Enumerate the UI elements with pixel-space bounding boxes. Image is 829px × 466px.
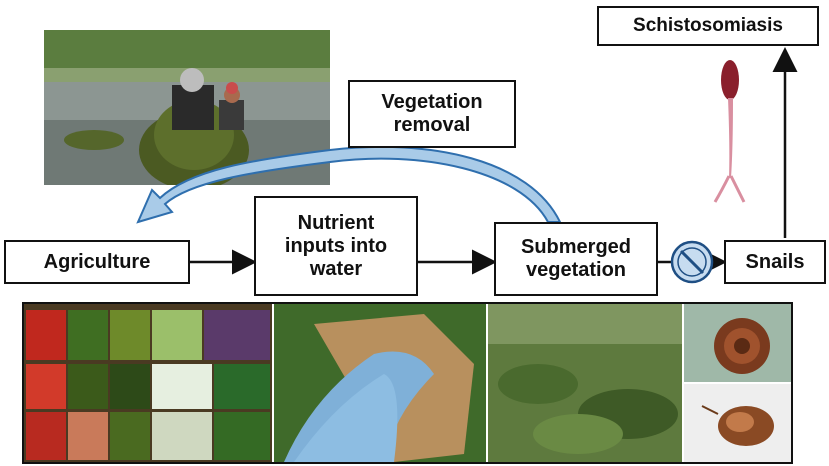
agriculture-label: Agriculture bbox=[43, 250, 151, 273]
bulinus-snail-photo bbox=[684, 384, 791, 462]
bottom-photo-strip bbox=[22, 302, 793, 464]
schistosomiasis-box: Schistosomiasis bbox=[597, 6, 819, 46]
produce-market-photo bbox=[24, 304, 272, 462]
snails-label: Snails bbox=[745, 250, 805, 273]
snails-box: Snails bbox=[724, 240, 826, 284]
schistosomiasis-label: Schistosomiasis bbox=[633, 15, 783, 37]
submerged-vegetation-box: Submerged vegetation bbox=[494, 222, 658, 296]
nutrient-label-1: Nutrient bbox=[297, 211, 375, 234]
agriculture-box: Agriculture bbox=[4, 240, 190, 284]
vegetation-removal-label-1: Vegetation bbox=[381, 91, 483, 113]
vegetation-removal-photo bbox=[44, 30, 330, 185]
nutrient-label-3: water bbox=[309, 257, 363, 280]
nutrient-label-2: inputs into bbox=[284, 234, 388, 257]
submerged-label-2: vegetation bbox=[525, 259, 627, 281]
vegetation-removal-label-2: removal bbox=[393, 114, 471, 136]
submerged-label-1: Submerged bbox=[520, 236, 632, 258]
prohibition-sign-icon bbox=[670, 240, 714, 284]
curved-feedback-arrow bbox=[136, 145, 562, 224]
nutrient-inputs-box: Nutrient inputs into water bbox=[254, 196, 418, 296]
schistosome-cercaria-image bbox=[700, 58, 760, 208]
vegetation-removal-box: Vegetation removal bbox=[348, 80, 516, 148]
vegetation-removal-illustration bbox=[44, 30, 330, 185]
submerged-vegetation-photo bbox=[488, 304, 682, 462]
fertilizer-bag-photo bbox=[274, 304, 486, 462]
ramshorn-snail-photo bbox=[684, 304, 791, 382]
